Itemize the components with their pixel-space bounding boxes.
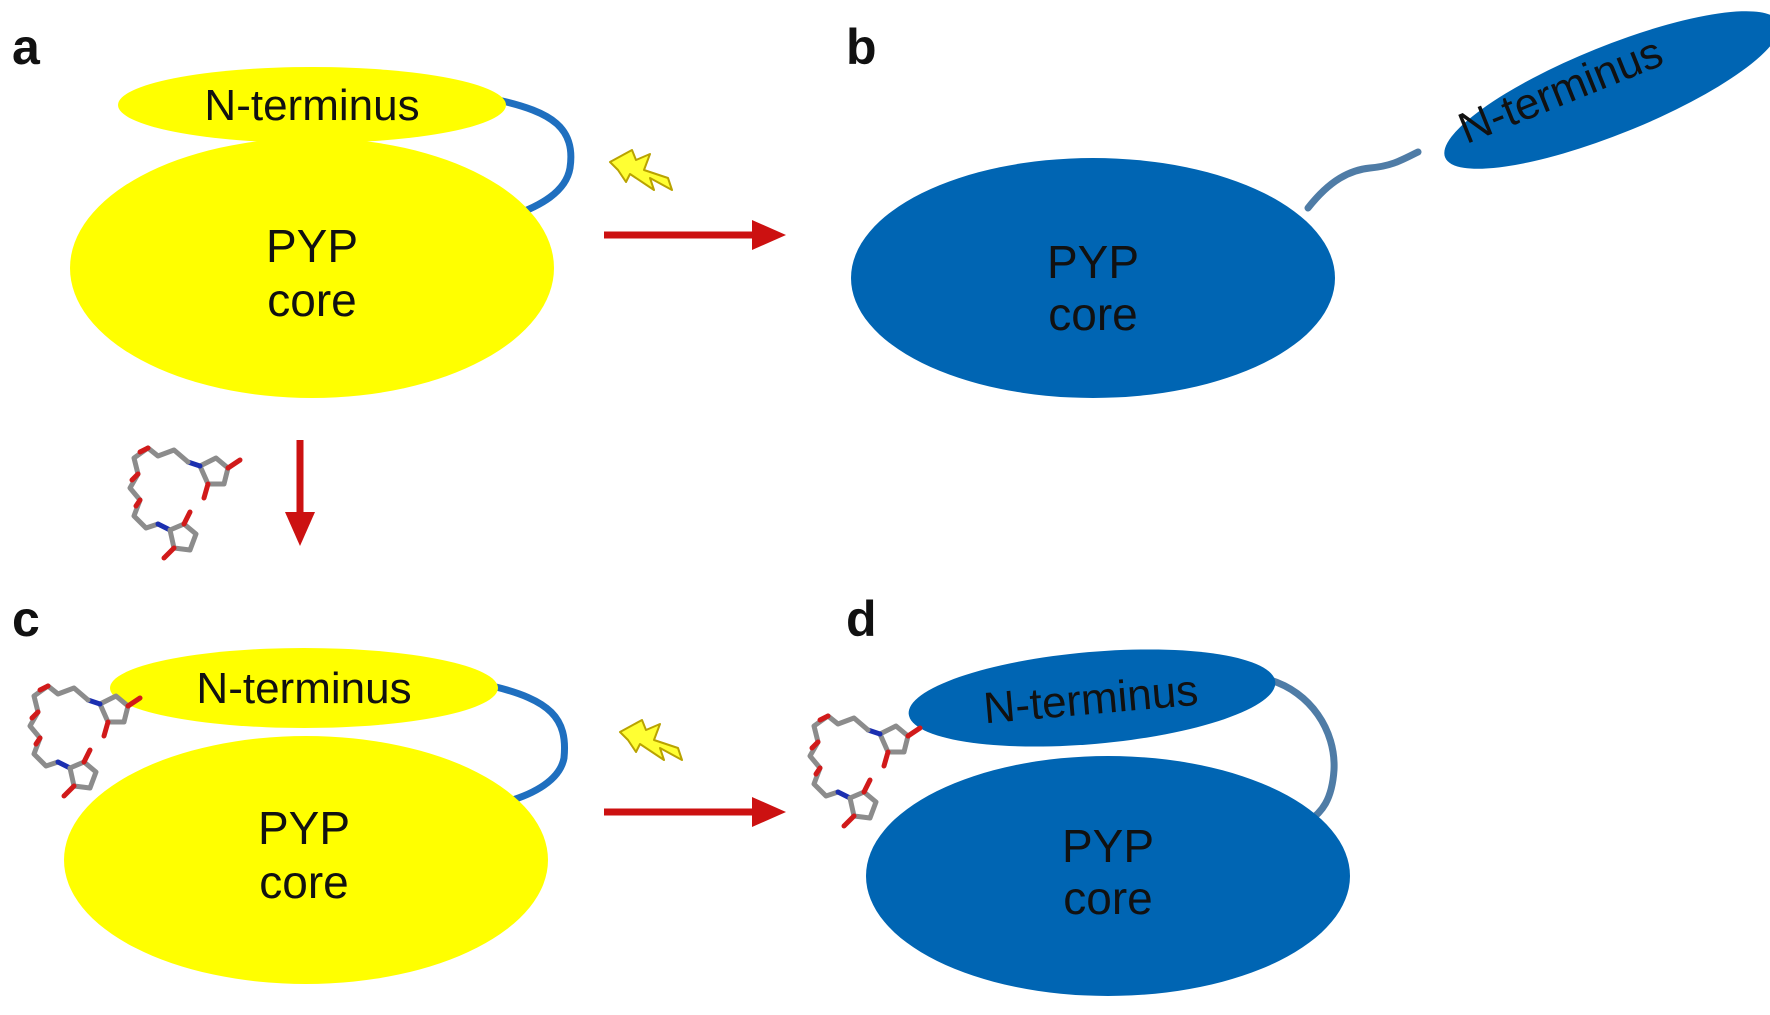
panel-d: d N-terminus PYP core: [810, 591, 1350, 996]
core-label-line2-c: core: [259, 856, 348, 908]
core-label-line2-d: core: [1063, 872, 1152, 924]
arrow-a-to-c: [285, 440, 315, 546]
panel-letter-b: b: [846, 19, 877, 75]
pyp-core-b: [851, 158, 1335, 398]
core-label-line1-a: PYP: [266, 220, 358, 272]
panel-letter-c: c: [12, 591, 40, 647]
linker-c: [488, 682, 569, 806]
pyp-core-c: [64, 736, 548, 984]
arrow-c-to-d: [604, 797, 786, 827]
core-label-line1-c: PYP: [258, 802, 350, 854]
linker-d: [1266, 676, 1338, 826]
n-terminus-d: [908, 649, 1276, 747]
core-label-line1-b: PYP: [1047, 236, 1139, 288]
panel-c: c N-terminus PYP core: [12, 591, 569, 984]
pyp-core-d: [866, 756, 1350, 996]
n-terminus-label-a: N-terminus: [204, 81, 419, 130]
panel-letter-d: d: [846, 591, 877, 647]
crosslinker-bound-d: [810, 716, 920, 826]
panel-a: a N-terminus PYP core: [12, 19, 575, 398]
core-label-line2-b: core: [1048, 288, 1137, 340]
core-label-line2-a: core: [267, 274, 356, 326]
light-flash-ab: [609, 149, 673, 191]
panel-letter-a: a: [12, 19, 41, 75]
pyp-core-a: [70, 138, 554, 398]
panel-b: b N-terminus PYP core: [846, 11, 1770, 398]
lightning-bolt-icon: [609, 149, 673, 191]
light-flash-cd: [619, 719, 683, 761]
n-terminus-label-c: N-terminus: [196, 664, 411, 713]
bis-maleimide-crosslinker-icon: [130, 448, 240, 558]
n-terminus-a: [118, 67, 506, 143]
n-terminus-c: [110, 648, 498, 728]
crosslinker-reagent: [130, 448, 240, 558]
arrow-a-to-b: [604, 220, 786, 250]
core-label-line1-d: PYP: [1062, 820, 1154, 872]
linker-a: [494, 96, 575, 220]
bis-maleimide-crosslinker-icon: [810, 716, 920, 826]
linker-b: [1304, 148, 1422, 212]
n-terminus-b: [1444, 11, 1770, 169]
lightning-bolt-icon: [619, 719, 683, 761]
